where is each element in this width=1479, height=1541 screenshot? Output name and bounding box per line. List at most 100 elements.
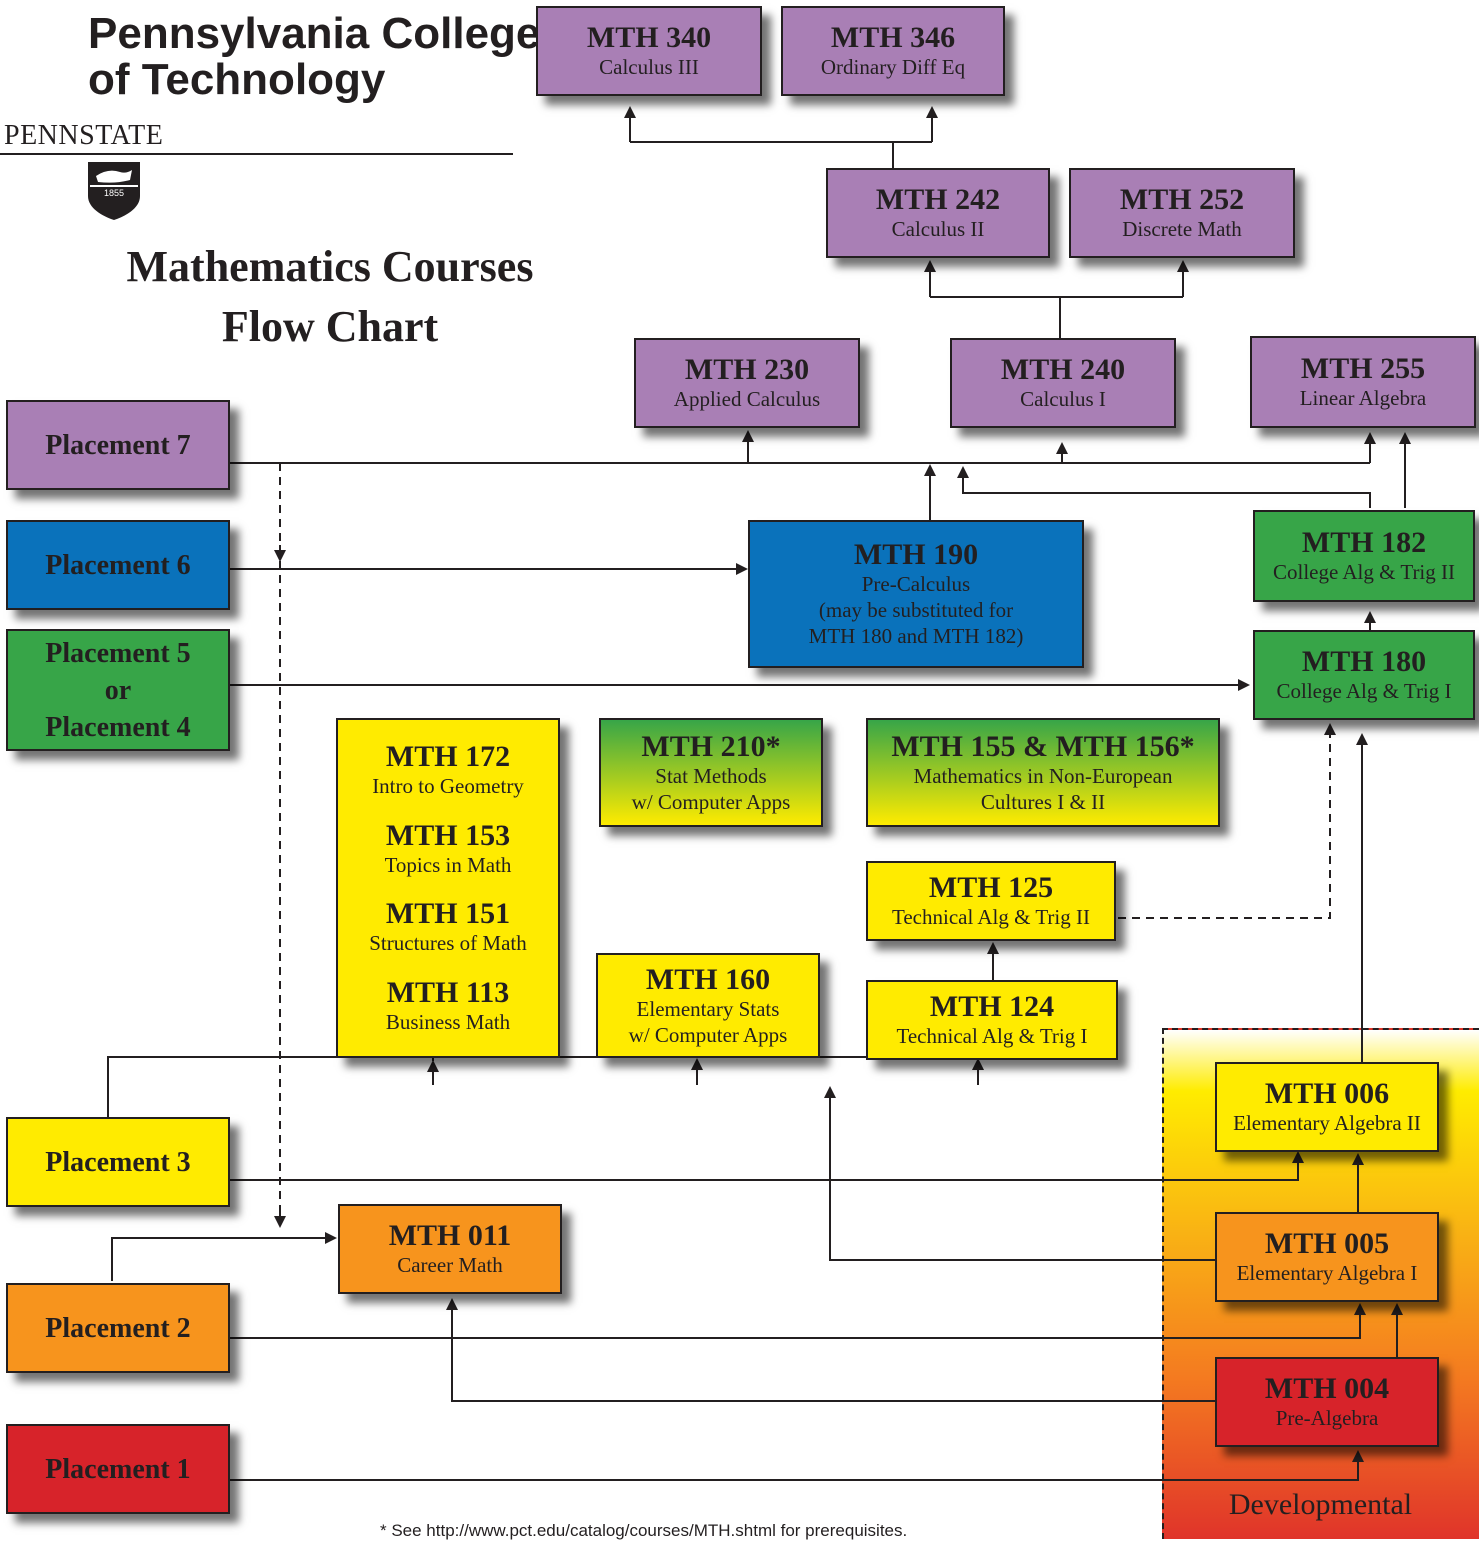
course-code: MTH 255: [1300, 352, 1426, 385]
course-mth346[interactable]: MTH 346 Ordinary Diff Eq: [781, 6, 1005, 96]
course-title: College Alg & Trig II: [1272, 560, 1456, 584]
course-mth125[interactable]: MTH 125 Technical Alg & Trig II: [866, 861, 1116, 941]
placement-5-or-4[interactable]: Placement 5 or Placement 4: [6, 629, 230, 751]
placement-6[interactable]: Placement 6: [6, 520, 230, 610]
course-mth255[interactable]: MTH 255 Linear Algebra: [1250, 336, 1476, 428]
course-title: Intro to Geometry: [372, 773, 524, 798]
course-code: MTH 340: [586, 21, 712, 54]
course-code: MTH 182: [1301, 526, 1427, 559]
course-mth182[interactable]: MTH 182 College Alg & Trig II: [1253, 510, 1475, 602]
course-title-line1: Stat Methods: [655, 763, 767, 788]
course-title: Elementary Algebra I: [1236, 1261, 1418, 1285]
developmental-label: Developmental: [1228, 1488, 1413, 1521]
placement-label-line3: Placement 4: [45, 711, 191, 743]
course-title: Linear Algebra: [1299, 386, 1427, 410]
course-code: MTH 113: [386, 976, 510, 1010]
course-code: MTH 240: [1000, 353, 1126, 386]
course-title: Calculus I: [1020, 387, 1106, 411]
course-mth190[interactable]: MTH 190 Pre-Calculus (may be substituted…: [748, 520, 1084, 668]
course-mth240[interactable]: MTH 240 Calculus I: [950, 338, 1176, 428]
college-name-line2: of Technology: [88, 55, 386, 104]
course-code: MTH 011: [388, 1219, 512, 1252]
course-title: College Alg & Trig I: [1276, 679, 1452, 703]
course-mth155-156[interactable]: MTH 155 & MTH 156* Mathematics in Non-Eu…: [866, 718, 1220, 827]
footnote: * See http://www.pct.edu/catalog/courses…: [380, 1521, 908, 1540]
course-title: Applied Calculus: [673, 387, 821, 411]
course-title: Topics in Math: [384, 852, 512, 877]
course-mth005[interactable]: MTH 005 Elementary Algebra I: [1215, 1212, 1439, 1302]
chart-title-line2: Flow Chart: [221, 302, 439, 351]
placement-1[interactable]: Placement 1: [6, 1424, 230, 1514]
placement-3[interactable]: Placement 3: [6, 1117, 230, 1207]
course-mth230[interactable]: MTH 230 Applied Calculus: [634, 338, 860, 428]
course-code: MTH 153: [385, 818, 511, 852]
course-code: MTH 155 & MTH 156*: [891, 729, 1195, 763]
course-code: MTH 004: [1264, 1372, 1390, 1405]
course-title-line1: Elementary Stats: [636, 996, 780, 1021]
course-title: Ordinary Diff Eq: [820, 55, 966, 79]
course-title: Technical Alg & Trig II: [891, 905, 1090, 929]
placement-label-line2: or: [104, 674, 132, 706]
course-mth172[interactable]: MTH 172 Intro to Geometry: [372, 739, 524, 799]
course-title-line2: w/ Computer Apps: [631, 789, 791, 814]
course-title: Discrete Math: [1122, 217, 1242, 241]
placement-label-line1: Placement 5: [45, 637, 191, 669]
course-mth340[interactable]: MTH 340 Calculus III: [536, 6, 762, 96]
course-note-line1: (may be substituted for: [818, 598, 1014, 622]
course-code: MTH 252: [1119, 183, 1245, 216]
placement-2[interactable]: Placement 2: [6, 1283, 230, 1373]
shield-icon: 1855: [88, 162, 140, 220]
course-mth153[interactable]: MTH 153 Topics in Math: [384, 818, 512, 878]
placement-label: Placement 1: [45, 1453, 191, 1485]
course-mth113[interactable]: MTH 113 Business Math: [386, 977, 510, 1035]
course-title: Calculus II: [891, 217, 985, 241]
course-code: MTH 160: [645, 962, 771, 996]
course-code: MTH 006: [1264, 1077, 1390, 1110]
course-title-line2: Cultures I & II: [980, 789, 1106, 814]
course-title: Structures of Math: [369, 931, 527, 956]
placement-label: Placement 7: [45, 429, 191, 461]
course-title: Pre-Algebra: [1275, 1406, 1379, 1430]
course-code: MTH 172: [385, 739, 511, 773]
course-code: MTH 151: [385, 897, 511, 931]
course-title: Business Math: [385, 1010, 511, 1035]
course-group-general-ed[interactable]: MTH 172 Intro to Geometry MTH 153 Topics…: [336, 718, 560, 1058]
course-mth242[interactable]: MTH 242 Calculus II: [826, 168, 1050, 258]
course-mth160[interactable]: MTH 160 Elementary Stats w/ Computer App…: [596, 953, 820, 1058]
course-title: Calculus III: [599, 55, 699, 79]
college-name-line1: Pennsylvania College: [88, 9, 541, 58]
placement-7[interactable]: Placement 7: [6, 400, 230, 490]
course-title-line2: w/ Computer Apps: [628, 1022, 788, 1047]
course-code: MTH 180: [1301, 645, 1427, 678]
course-title: Pre-Calculus: [861, 572, 971, 596]
course-code: MTH 242: [875, 183, 1001, 216]
placement-label: Placement 2: [45, 1312, 191, 1344]
course-mth252[interactable]: MTH 252 Discrete Math: [1069, 168, 1295, 258]
course-mth011[interactable]: MTH 011 Career Math: [338, 1204, 562, 1294]
course-mth180[interactable]: MTH 180 College Alg & Trig I: [1253, 630, 1475, 720]
placement-label: Placement 3: [45, 1146, 191, 1178]
course-mth006[interactable]: MTH 006 Elementary Algebra II: [1215, 1062, 1439, 1152]
course-title: Elementary Algebra II: [1233, 1111, 1421, 1135]
course-title-line1: Mathematics in Non-European: [913, 763, 1173, 788]
course-mth151[interactable]: MTH 151 Structures of Math: [369, 898, 526, 956]
course-mth004[interactable]: MTH 004 Pre-Algebra: [1215, 1357, 1439, 1447]
course-code: MTH 210*: [641, 729, 781, 763]
course-code: MTH 005: [1264, 1227, 1390, 1260]
course-mth210[interactable]: MTH 210* Stat Methods w/ Computer Apps: [599, 718, 823, 827]
course-code: MTH 346: [830, 21, 956, 54]
header-divider: [0, 153, 513, 155]
shield-year: 1855: [104, 188, 124, 198]
course-code: MTH 125: [928, 871, 1054, 904]
placement-label: Placement 6: [45, 549, 191, 581]
course-mth124[interactable]: MTH 124 Technical Alg & Trig I: [866, 980, 1118, 1060]
course-code: MTH 230: [684, 353, 810, 386]
course-note-line2: MTH 180 and MTH 182): [808, 624, 1024, 648]
course-title: Technical Alg & Trig I: [896, 1024, 1088, 1048]
course-code: MTH 124: [929, 990, 1055, 1023]
chart-title-line1: Mathematics Courses: [126, 242, 534, 291]
course-code: MTH 190: [853, 538, 979, 571]
pennstate-wordmark: PENNSTATE: [4, 120, 164, 151]
course-title: Career Math: [397, 1253, 503, 1277]
